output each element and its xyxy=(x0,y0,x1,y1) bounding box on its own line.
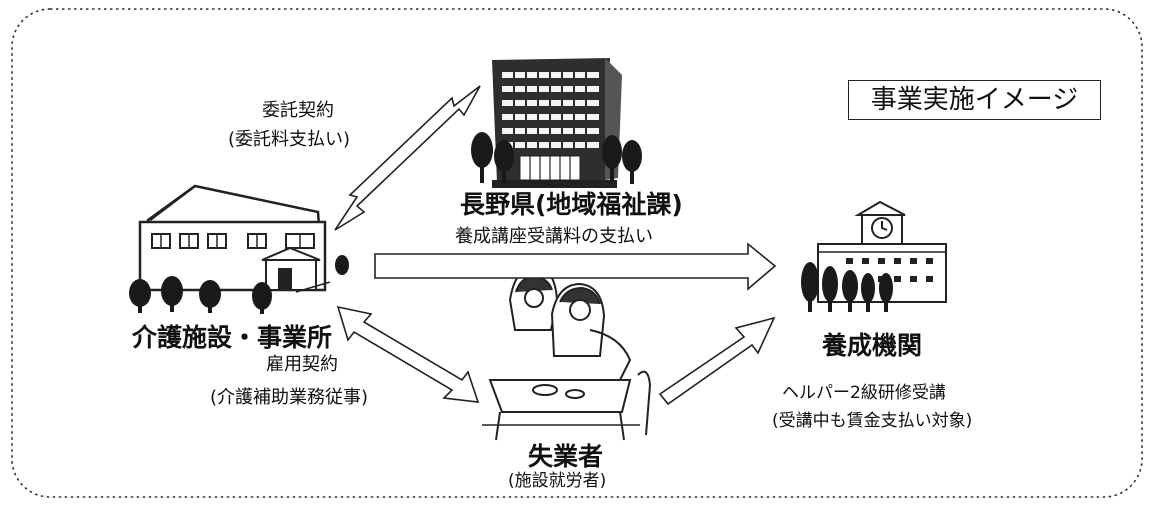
diagram-title: 事業実施イメージ xyxy=(848,80,1101,120)
employment-label-line2: (介護補助業務従事) xyxy=(210,387,369,408)
consignment-label-line2: (委託料支払い) xyxy=(228,129,351,150)
consignment-double-arrow xyxy=(334,85,481,231)
tuition-label: 養成講座受講料の支払い xyxy=(455,226,653,247)
unemployed-people-icon xyxy=(482,264,652,441)
dotted-frame xyxy=(11,8,1143,498)
institution-note-line2: (受講中も賃金支払い対象) xyxy=(772,411,973,431)
tuition-arrow xyxy=(374,242,777,291)
facility-house-icon xyxy=(129,184,349,314)
employment-double-arrow xyxy=(336,305,480,403)
training-arrow xyxy=(658,316,776,406)
prefecture-label: 長野県(地域福祉課) xyxy=(460,190,683,219)
unemployed-sublabel: (施設就労者) xyxy=(508,471,607,491)
institution-note-line1: ヘルパー2級研修受講 xyxy=(782,383,946,403)
consignment-label-line1: 委託契約 xyxy=(262,100,334,121)
institution-label: 養成機関 xyxy=(822,331,923,360)
unemployed-label: 失業者 xyxy=(528,442,604,471)
facility-label: 介護施設・事業所 xyxy=(132,323,333,352)
school-icon xyxy=(801,200,947,312)
employment-label-line1: 雇用契約 xyxy=(266,354,338,375)
prefecture-building-icon xyxy=(471,58,642,188)
